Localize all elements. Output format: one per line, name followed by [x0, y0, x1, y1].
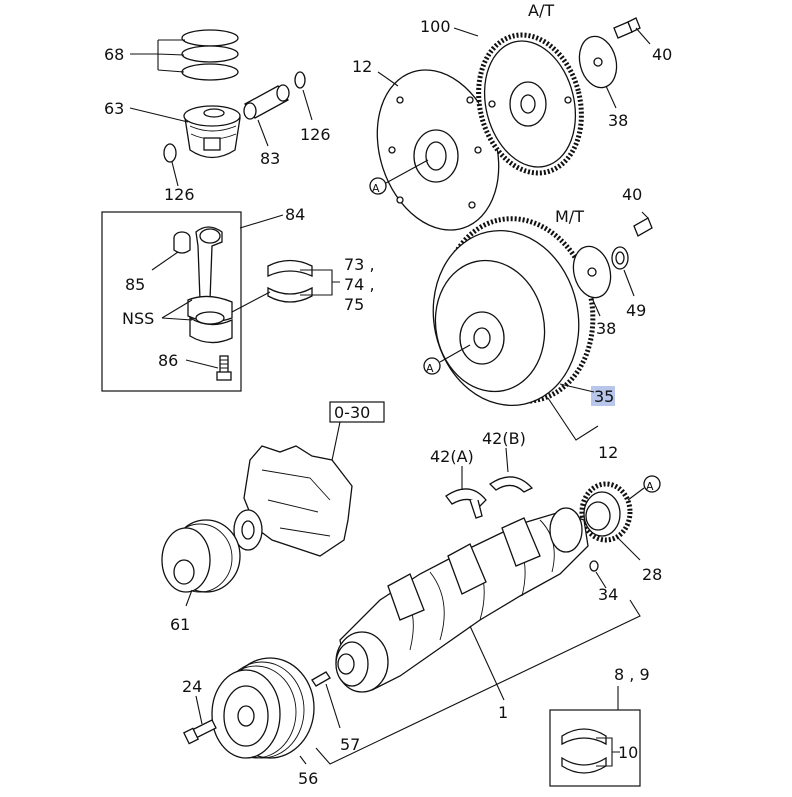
highlight-35: [591, 386, 615, 406]
callout-57[interactable]: 57: [340, 735, 360, 754]
circlip-right[interactable]: [294, 71, 306, 89]
thrust-washer-a[interactable]: [445, 488, 487, 519]
water-pump-pulley[interactable]: [161, 519, 241, 593]
conrod-bolt[interactable]: [216, 355, 232, 381]
circlip-left[interactable]: [163, 143, 177, 163]
callout-42a[interactable]: 42(A): [430, 447, 474, 466]
callout-126-left[interactable]: 126: [164, 185, 195, 204]
callout-68[interactable]: 68: [104, 45, 124, 64]
pilot-bearing[interactable]: [611, 246, 629, 270]
flexplate[interactable]: [357, 54, 518, 246]
callout-73[interactable]: 73 ,: [344, 255, 375, 274]
callout-38-top[interactable]: 38: [608, 111, 628, 130]
callout-1[interactable]: 1: [498, 703, 508, 722]
callout-0-30: 0-30: [334, 403, 370, 422]
callout-63[interactable]: 63: [104, 99, 124, 118]
flywheel[interactable]: [417, 205, 609, 419]
crank-pulley-bolt[interactable]: [183, 719, 217, 745]
callout-24[interactable]: 24: [182, 677, 202, 696]
callout-12-top[interactable]: 12: [352, 57, 372, 76]
callout-74[interactable]: 74 ,: [344, 275, 375, 294]
connecting-rod[interactable]: [187, 226, 233, 344]
callout-40-mt[interactable]: 40: [622, 185, 642, 204]
crankshaft[interactable]: [335, 507, 589, 693]
ref-marker-a-2[interactable]: [423, 357, 441, 375]
ref-box-0-30[interactable]: [329, 401, 385, 423]
reinforcement-plate-mt[interactable]: [568, 242, 616, 301]
callout-75[interactable]: 75: [344, 295, 364, 314]
ref-marker-a-3[interactable]: [643, 475, 661, 493]
ring-gear-plate[interactable]: [465, 24, 596, 184]
flywheel-bolt-mt[interactable]: [633, 217, 653, 237]
ref-marker-a-1[interactable]: [369, 177, 387, 195]
conrod-bearing-shells[interactable]: [267, 259, 313, 303]
crankshaft-timing-gear[interactable]: [579, 481, 633, 543]
callout-40-top[interactable]: 40: [652, 45, 672, 64]
callout-61[interactable]: 61: [170, 615, 190, 634]
flywheel-bolt-at[interactable]: [613, 17, 641, 39]
water-pump[interactable]: [233, 445, 353, 557]
callout-84[interactable]: 84: [285, 205, 305, 224]
callout-85[interactable]: 85: [125, 275, 145, 294]
callout-8-9[interactable]: 8 , 9: [614, 665, 650, 684]
callout-86[interactable]: 86: [158, 351, 178, 370]
reinforcement-plate-at[interactable]: [574, 32, 622, 91]
callout-12-mt[interactable]: 12: [598, 443, 618, 462]
crank-pulley-key[interactable]: [311, 671, 331, 687]
callout-126-right[interactable]: 126: [300, 125, 331, 144]
main-bearing-shells[interactable]: [561, 728, 607, 774]
crankshaft-pin[interactable]: [589, 560, 599, 572]
piston-pin[interactable]: [243, 84, 290, 120]
main-bearing-box: [549, 709, 641, 787]
callout-nss[interactable]: NSS: [122, 309, 154, 328]
callout-56[interactable]: 56: [298, 769, 318, 788]
callout-10[interactable]: 10: [618, 743, 638, 762]
label-mt: M/T: [555, 207, 584, 226]
callout-34[interactable]: 34: [598, 585, 618, 604]
ref-marker-a-1-label: A: [372, 182, 380, 195]
piston[interactable]: [183, 105, 241, 159]
ref-marker-a-2-label: A: [426, 362, 434, 375]
conrod-box: [101, 211, 242, 392]
callout-38-mt[interactable]: 38: [596, 319, 616, 338]
small-end-bushing[interactable]: [173, 231, 191, 254]
thrust-washer-b[interactable]: [488, 476, 534, 493]
label-at: A/T: [528, 1, 554, 20]
callout-28[interactable]: 28: [642, 565, 662, 584]
callout-49[interactable]: 49: [626, 301, 646, 320]
callout-83[interactable]: 83: [260, 149, 280, 168]
piston-rings[interactable]: [181, 29, 239, 81]
crankshaft-pulley[interactable]: [211, 657, 315, 759]
callout-35[interactable]: 35: [594, 387, 614, 406]
callout-42b[interactable]: 42(B): [482, 429, 526, 448]
callout-100[interactable]: 100: [420, 17, 451, 36]
ref-marker-a-3-label: A: [646, 480, 654, 493]
